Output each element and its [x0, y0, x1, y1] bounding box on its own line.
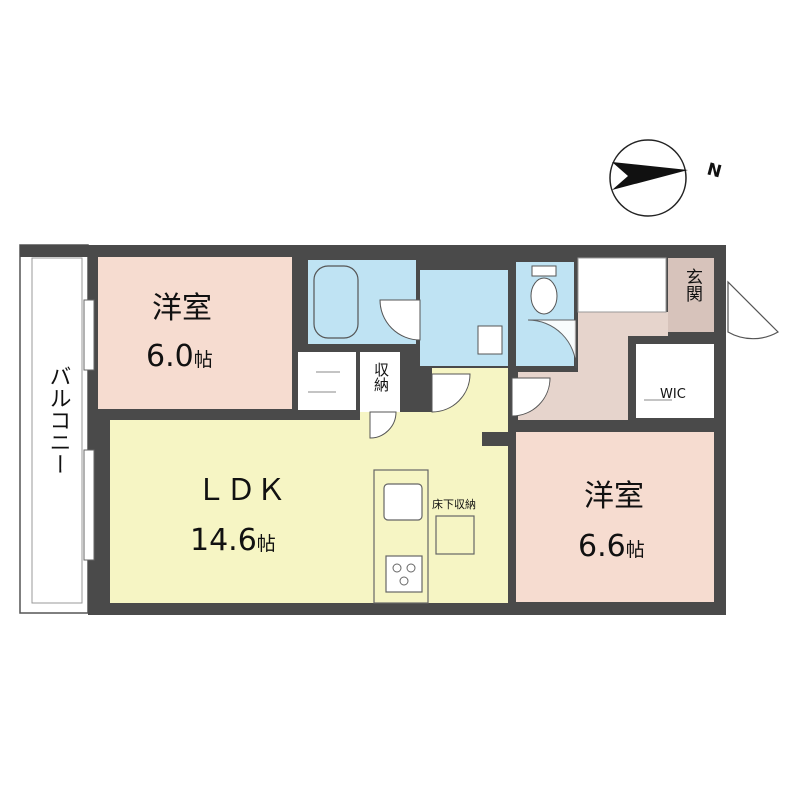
- balcony-label: バルコニー: [46, 365, 71, 475]
- burner-1: [392, 563, 402, 573]
- western-room-1-name: 洋室: [152, 291, 212, 326]
- hall-door: [511, 377, 551, 417]
- bathtub: [313, 265, 359, 339]
- toilet-bowl: [530, 277, 558, 315]
- western-room-1-size-value: 6.0: [146, 339, 194, 374]
- western-room-2-size-value: 6.6: [578, 529, 626, 564]
- wash-basin: [477, 325, 503, 355]
- western-room-2-size-unit: 帖: [626, 539, 645, 561]
- compass-north-letter: N: [705, 160, 724, 183]
- wic-label: WIC: [660, 387, 686, 402]
- western-room-1: [98, 257, 292, 409]
- sink: [383, 483, 423, 521]
- underfloor-storage-label: 床下収納: [432, 497, 476, 511]
- shoe-cabinet: [577, 257, 667, 313]
- balcony: バルコニー: [19, 244, 89, 614]
- western-room-2-name: 洋室: [584, 479, 644, 514]
- western-room-2: [516, 432, 714, 602]
- entrance-door: [727, 280, 779, 340]
- window-room1: [83, 299, 95, 371]
- room1-closet: [298, 352, 356, 410]
- storage-label: 収納: [372, 362, 390, 393]
- entrance-label: 玄関: [682, 268, 702, 302]
- ldk-size-value: 14.6: [190, 523, 257, 558]
- storage-closet: [360, 352, 400, 412]
- ldk-size: 14.6帖: [190, 523, 276, 558]
- wic-area: [636, 344, 714, 418]
- burner-2: [406, 563, 416, 573]
- toilet-tank: [531, 265, 557, 277]
- compass-needle: [612, 162, 688, 190]
- toilet-door: [527, 319, 577, 369]
- hall: [518, 312, 668, 420]
- ldk-size-unit: 帖: [257, 533, 276, 555]
- compass: N: [609, 139, 724, 217]
- ldk-name: ＬＤＫ: [196, 473, 286, 508]
- balcony-area: [19, 244, 89, 614]
- balcony-rail: [31, 257, 83, 604]
- underfloor-storage-hatch: [435, 515, 475, 555]
- window-ldk: [83, 449, 95, 561]
- entrance: [668, 258, 714, 332]
- bath-door: [379, 299, 421, 341]
- burner-3: [399, 576, 409, 586]
- stove: [385, 555, 423, 593]
- western-room-1-size-unit: 帖: [194, 349, 213, 371]
- top-wall-strip: [20, 245, 726, 257]
- western-room-1-size: 6.0帖: [146, 339, 213, 374]
- ldk-door: [431, 373, 471, 413]
- storage-door: [369, 411, 397, 439]
- western-room-2-size: 6.6帖: [578, 529, 645, 564]
